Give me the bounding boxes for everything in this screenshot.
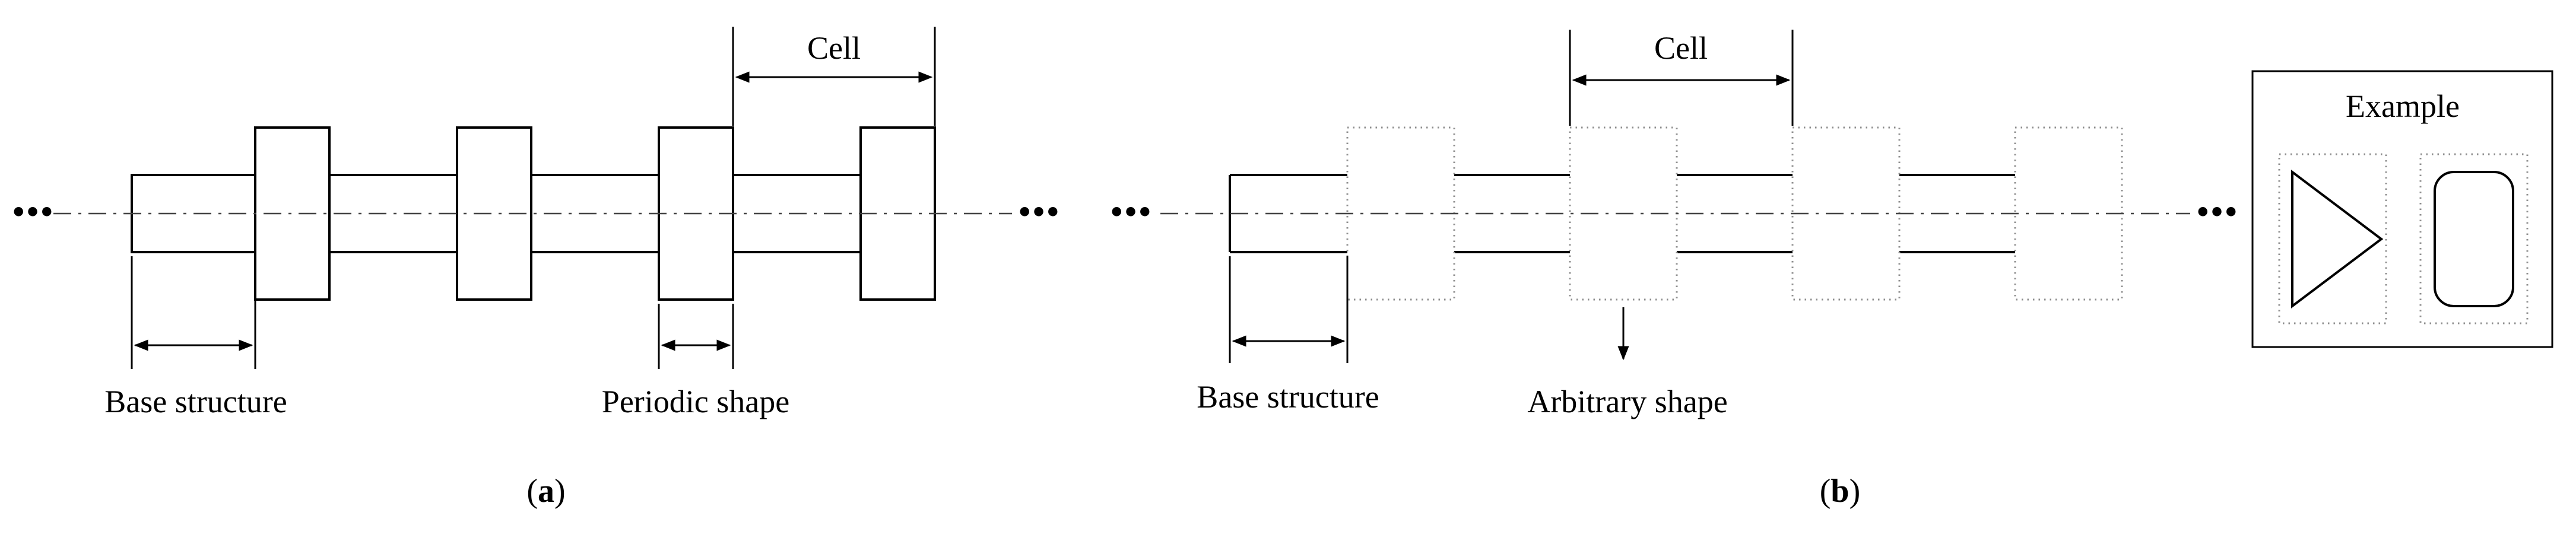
base-structure-label-a: Base structure	[104, 384, 287, 419]
caption-a-paren-open: (	[526, 473, 538, 510]
ellipsis-b-right: ...	[2196, 165, 2238, 228]
example-cell-left	[2278, 153, 2387, 324]
panel-a-linework	[53, 27, 1012, 369]
caption-b: (b)	[1820, 473, 1860, 510]
example-rounded-shape	[2434, 171, 2514, 307]
caption-b-letter: b	[1831, 473, 1849, 510]
caption-a-paren-close: )	[554, 473, 566, 510]
example-box	[2251, 70, 2553, 348]
periodic-shape-label: Periodic shape	[601, 384, 790, 419]
panel-b-linework	[1160, 30, 2190, 363]
cell-label-a: Cell	[807, 30, 861, 66]
example-cell-right	[2419, 153, 2529, 324]
arbitrary-shape-label: Arbitrary shape	[1527, 384, 1728, 419]
example-triangle-shape	[2291, 169, 2384, 309]
caption-b-paren-close: )	[1849, 473, 1861, 510]
ellipsis-a-right: ...	[1017, 165, 1060, 228]
example-box-linework	[2251, 70, 2553, 348]
cell-label-b: Cell	[1654, 30, 1708, 66]
caption-b-paren-open: (	[1819, 473, 1831, 510]
base-structure-label-b: Base structure	[1197, 379, 1379, 415]
caption-a: (a)	[526, 473, 565, 510]
caption-a-letter: a	[538, 473, 554, 510]
example-title: Example	[2346, 88, 2460, 124]
ellipsis-a-left: ...	[11, 165, 54, 228]
ellipsis-b-left: ...	[1109, 165, 1152, 228]
